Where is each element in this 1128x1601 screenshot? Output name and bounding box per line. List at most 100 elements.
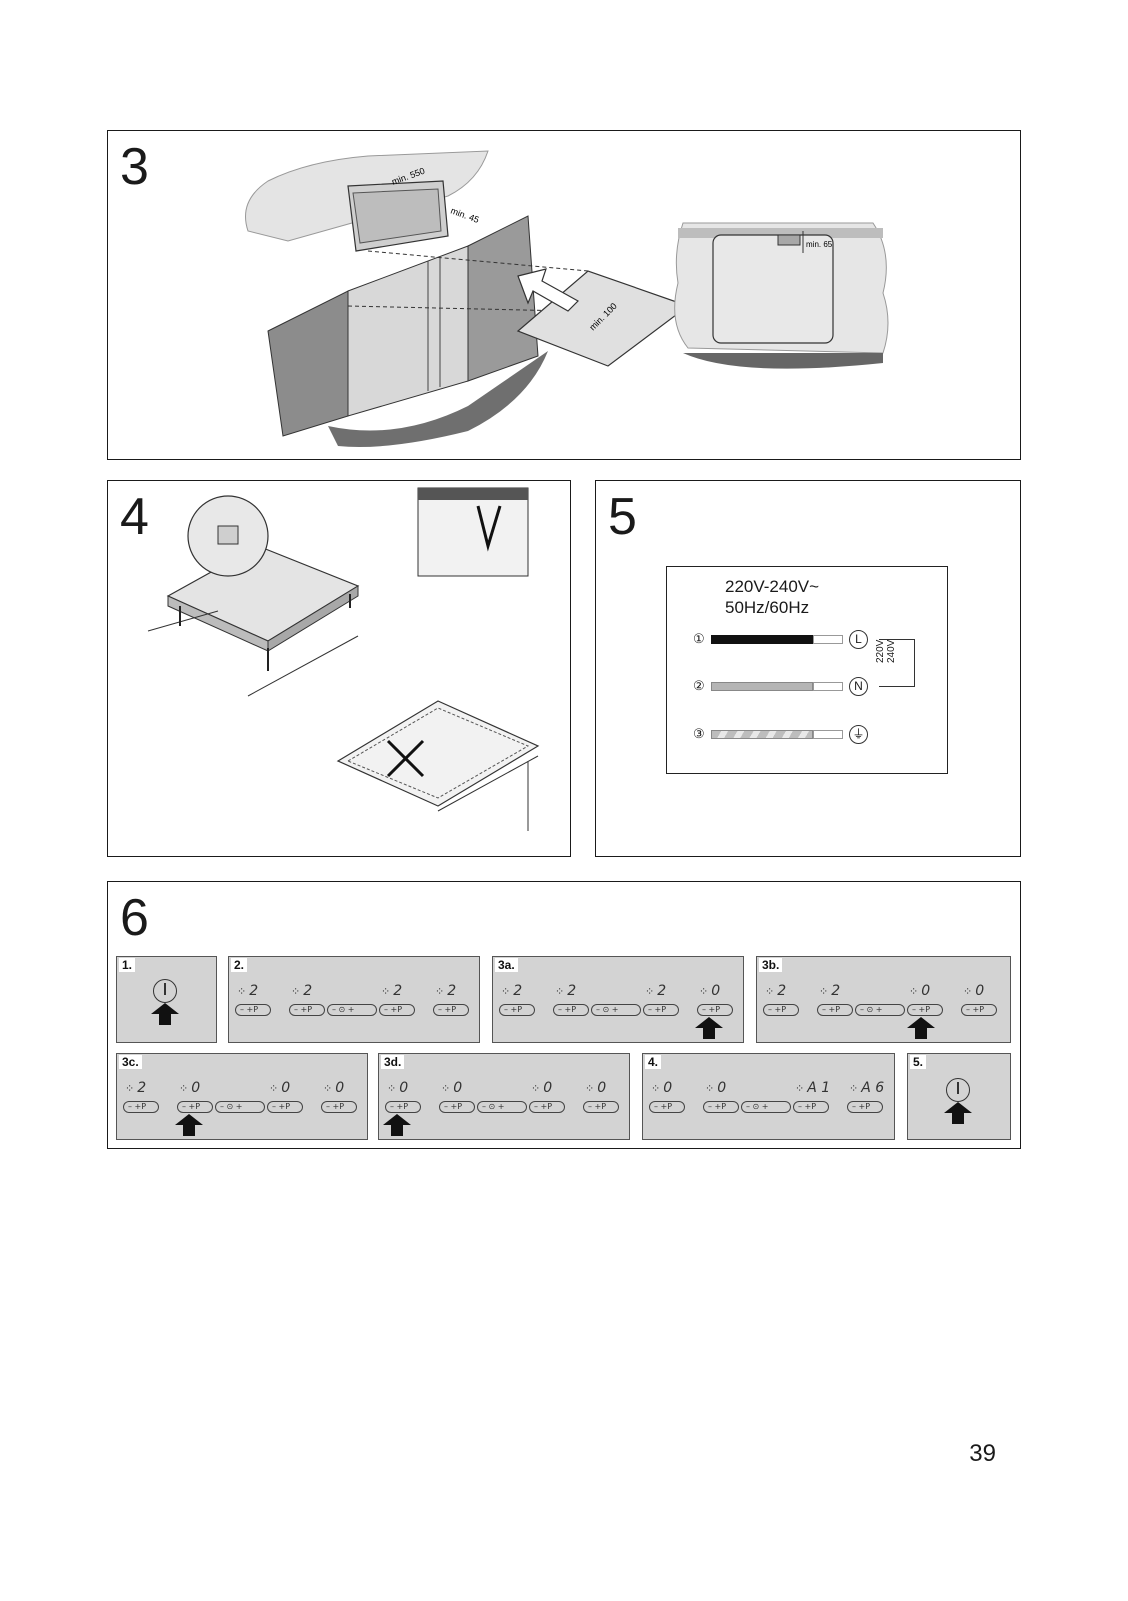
cabinet-installation-illustration: min. 550 min. 45 min. 100	[245, 150, 690, 447]
wire-number-1: ①	[693, 631, 705, 646]
power-icon	[946, 1078, 970, 1102]
timer-control[interactable]: – ⊙ +	[591, 1004, 641, 1016]
step-number: 5	[608, 488, 637, 546]
zone-control[interactable]: – +P	[235, 1004, 271, 1016]
zone-display: ⁘2	[237, 983, 259, 999]
dim-label-45: min. 45	[449, 205, 480, 224]
timer-control[interactable]: – ⊙ +	[741, 1101, 791, 1113]
zone-display: ⁘0	[323, 1080, 345, 1096]
ventilation-gap-detail: min. 65	[674, 222, 889, 369]
zone-control[interactable]: – +P	[267, 1101, 303, 1113]
wire-number-3: ③	[693, 726, 705, 741]
zone-control[interactable]: – +P	[321, 1101, 357, 1113]
panel-step-1: 1.	[116, 956, 217, 1043]
terminal-earth: ⏚	[849, 725, 868, 744]
press-arrow-icon	[695, 1017, 723, 1039]
wire-neutral	[711, 682, 813, 691]
zone-display: ⁘2	[435, 983, 457, 999]
voltage-240-label: 240V	[886, 639, 897, 663]
zone-control[interactable]: – +P	[817, 1004, 853, 1016]
power-icon	[153, 979, 177, 1003]
zone-control[interactable]: – +P	[123, 1101, 159, 1113]
zone-control[interactable]: – +P	[379, 1004, 415, 1016]
terminal-n: N	[849, 677, 868, 696]
step-number: 3	[120, 138, 149, 196]
timer-control[interactable]: – ⊙ +	[215, 1101, 265, 1113]
step-number: 4	[120, 488, 149, 546]
panel-label: 3c.	[119, 1055, 142, 1069]
zone-display: ⁘0	[963, 983, 985, 999]
step-5-frame: 5 220V-240V~ 50Hz/60Hz ① L ② N ③ ⏚ 220V …	[595, 480, 1021, 857]
timer-control[interactable]: – ⊙ +	[855, 1004, 905, 1016]
zone-display: ⁘0	[585, 1080, 607, 1096]
zone-display: ⁘2	[501, 983, 523, 999]
wire-number-2: ②	[693, 678, 705, 693]
zone-control[interactable]: – +P	[907, 1004, 943, 1016]
zone-display: ⁘0	[699, 983, 721, 999]
panel-label: 1.	[119, 958, 136, 972]
zone-display: ⁘2	[645, 983, 667, 999]
zone-display: ⁘0	[179, 1080, 201, 1096]
wire-earth-end	[813, 730, 843, 739]
press-arrow-icon	[944, 1102, 972, 1124]
zone-control[interactable]: – +P	[529, 1101, 565, 1113]
zone-control[interactable]: – +P	[793, 1101, 829, 1113]
zone-display: ⁘A 6	[849, 1080, 885, 1096]
press-arrow-icon	[151, 1003, 179, 1025]
dim-label-65: min. 65	[806, 240, 833, 249]
press-arrow-icon	[175, 1114, 203, 1136]
panel-label: 3d.	[381, 1055, 405, 1069]
zone-display: ⁘0	[441, 1080, 463, 1096]
press-arrow-icon	[383, 1114, 411, 1136]
zone-display: ⁘2	[555, 983, 577, 999]
zone-display: ⁘2	[819, 983, 841, 999]
zone-display: ⁘0	[531, 1080, 553, 1096]
wire-live	[711, 635, 813, 644]
zone-control[interactable]: – +P	[847, 1101, 883, 1113]
panel-label: 2.	[231, 958, 248, 972]
panel-step-3d: 3d. ⁘0 ⁘0 ⁘0 ⁘0 – +P – +P – ⊙ + – +P – +…	[378, 1053, 630, 1140]
zone-control[interactable]: – +P	[763, 1004, 799, 1016]
zone-control[interactable]: – +P	[499, 1004, 535, 1016]
panel-step-3b: 3b. ⁘2 ⁘2 ⁘0 ⁘0 – +P – +P – ⊙ + – +P – +…	[756, 956, 1011, 1043]
zone-display: ⁘0	[387, 1080, 409, 1096]
panel-step-3c: 3c. ⁘2 ⁘0 ⁘0 ⁘0 – +P – +P – ⊙ + – +P – +…	[116, 1053, 368, 1140]
timer-control[interactable]: – ⊙ +	[327, 1004, 377, 1016]
zone-control[interactable]: – +P	[583, 1101, 619, 1113]
terminal-l: L	[849, 630, 868, 649]
panel-step-2: 2. ⁘2 ⁘2 ⁘2 ⁘2 – +P – +P – ⊙ + – +P – +P	[228, 956, 480, 1043]
zone-control[interactable]: – +P	[643, 1004, 679, 1016]
zone-control[interactable]: – +P	[697, 1004, 733, 1016]
frequency-label: 50Hz/60Hz	[725, 598, 810, 617]
panel-label: 5.	[910, 1055, 927, 1069]
zone-control[interactable]: – +P	[649, 1101, 685, 1113]
wire-neutral-end	[813, 682, 843, 691]
wiring-diagram-box: 220V-240V~ 50Hz/60Hz ① L ② N ③ ⏚ 220V 24…	[666, 566, 948, 774]
zone-display: ⁘0	[909, 983, 931, 999]
voltage-bracket	[879, 639, 915, 687]
zone-control[interactable]: – +P	[177, 1101, 213, 1113]
page-number: 39	[969, 1440, 996, 1467]
panel-label: 3b.	[759, 958, 783, 972]
step-6-frame: 6 1. 2. ⁘2 ⁘2 ⁘2 ⁘2 – +P – +P – ⊙ + – +P…	[107, 881, 1021, 1149]
zone-control[interactable]: – +P	[289, 1004, 325, 1016]
zone-control[interactable]: – +P	[703, 1101, 739, 1113]
zone-control[interactable]: – +P	[553, 1004, 589, 1016]
step-3-frame: 3 min. 550 min. 45 min. 100	[107, 130, 1021, 460]
zone-display: ⁘0	[269, 1080, 291, 1096]
timer-control[interactable]: – ⊙ +	[477, 1101, 527, 1113]
zone-control[interactable]: – +P	[433, 1004, 469, 1016]
panel-step-3a: 3a. ⁘2 ⁘2 ⁘2 ⁘0 – +P – +P – ⊙ + – +P – +…	[492, 956, 744, 1043]
zone-display: ⁘0	[651, 1080, 673, 1096]
zone-control[interactable]: – +P	[961, 1004, 997, 1016]
zone-display: ⁘2	[765, 983, 787, 999]
zone-control[interactable]: – +P	[439, 1101, 475, 1113]
voltage-label: 220V-240V~	[725, 577, 820, 596]
panel-step-5: 5.	[907, 1053, 1011, 1140]
panel-label: 4.	[645, 1055, 662, 1069]
hob-placement-illustration	[147, 487, 540, 831]
wire-earth	[711, 730, 813, 739]
zone-control[interactable]: – +P	[385, 1101, 421, 1113]
voltage-220-label: 220V	[875, 639, 886, 663]
wire-live-end	[813, 635, 843, 644]
